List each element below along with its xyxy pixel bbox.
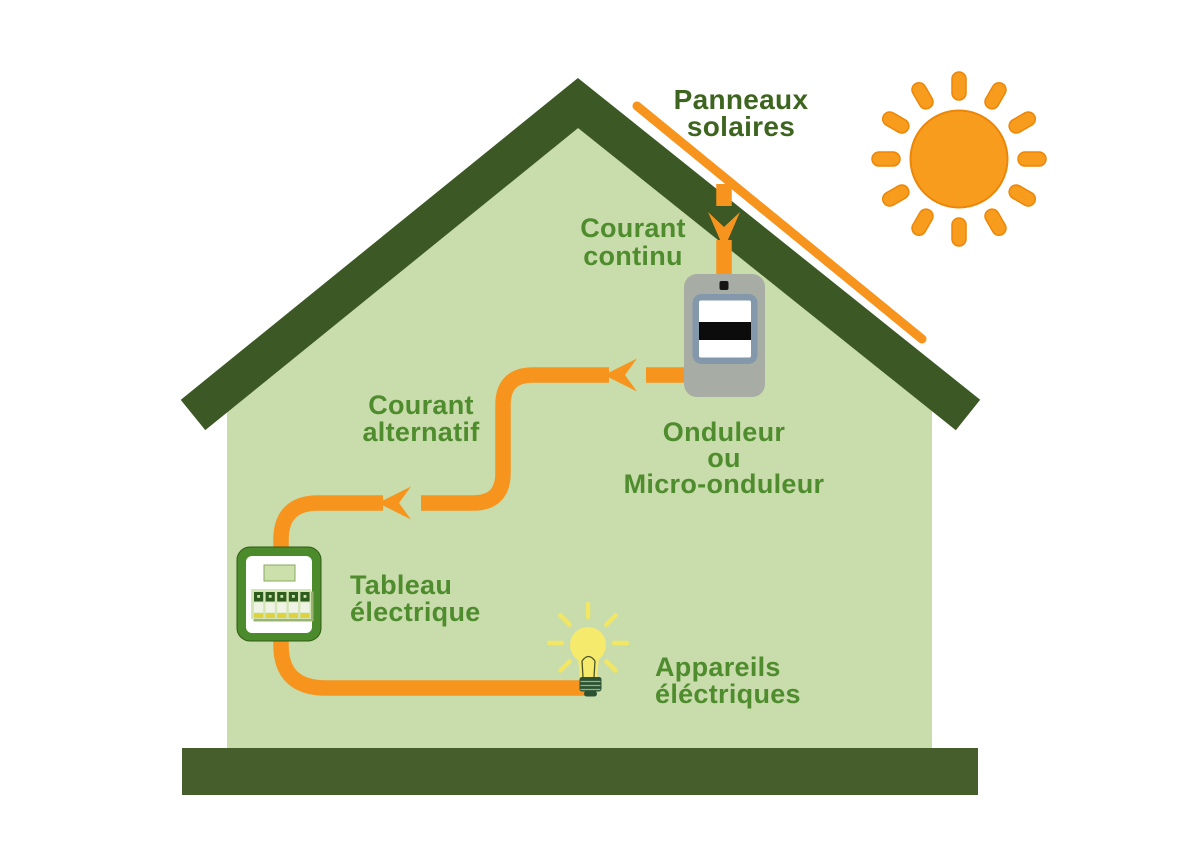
sun-body	[909, 109, 1009, 209]
inverter-label-line1: Onduleur	[663, 417, 786, 447]
electrical-panel-label-line1: Tableau	[350, 570, 452, 600]
breaker-5	[300, 592, 310, 618]
appliances-label: Appareils éléctriques	[655, 652, 801, 709]
solar-panels-label-line2: solaires	[687, 111, 795, 142]
dc-arrow-down-icon	[708, 212, 740, 249]
ac-current-label: Courant alternatif	[362, 390, 480, 447]
solar-panel-line	[632, 101, 927, 344]
bulb-neck	[578, 657, 599, 678]
breaker-panel-icon	[236, 546, 322, 642]
breaker-4	[288, 592, 298, 618]
ac-pipe-segment-2	[421, 367, 609, 511]
bulb-base-tip	[584, 691, 597, 697]
electrical-panel-label-line2: électrique	[350, 597, 481, 627]
appliances-label-line1: Appareils	[655, 652, 781, 682]
inverter-label-line2: ou	[707, 443, 741, 473]
ac-arrow-left-icon-2	[378, 486, 411, 520]
inverter-label-line3: Micro-onduleur	[624, 469, 825, 499]
inverter-label: Onduleur ou Micro-onduleur	[624, 417, 825, 499]
sun-icon	[871, 71, 1047, 247]
ground-bar	[182, 748, 978, 795]
inverter-screen-band	[699, 322, 751, 340]
ac-current-label-line1: Courant	[368, 390, 474, 420]
solar-panels-label: Panneaux solaires	[674, 84, 809, 142]
bulb-filament	[581, 655, 596, 678]
bulb-rays	[546, 601, 630, 673]
breaker-2	[265, 592, 275, 618]
dc-current-label-line2: continu	[583, 241, 683, 271]
breaker-panel-display	[263, 564, 296, 582]
breaker-1	[254, 592, 264, 618]
ac-current-label-line2: alternatif	[362, 417, 480, 447]
sun-rays	[871, 71, 1047, 247]
appliances-label-line2: éléctriques	[655, 679, 801, 709]
dc-current-label: Courant continu	[580, 213, 686, 271]
inverter-indicator-dot	[719, 281, 729, 290]
bulb-icon	[546, 601, 630, 697]
ac-arrow-left-icon-1	[604, 358, 637, 392]
bulb-base-ridges	[580, 680, 601, 691]
bulb-base	[579, 677, 602, 692]
bulb-glass	[570, 627, 606, 663]
electrical-panel-label: Tableau électrique	[350, 570, 481, 627]
dc-current-label-line1: Courant	[580, 213, 686, 243]
solar-panels-label-line1: Panneaux	[674, 84, 809, 115]
house-roof	[180, 77, 981, 431]
inverter-icon	[684, 274, 765, 397]
breaker-3	[277, 592, 287, 618]
